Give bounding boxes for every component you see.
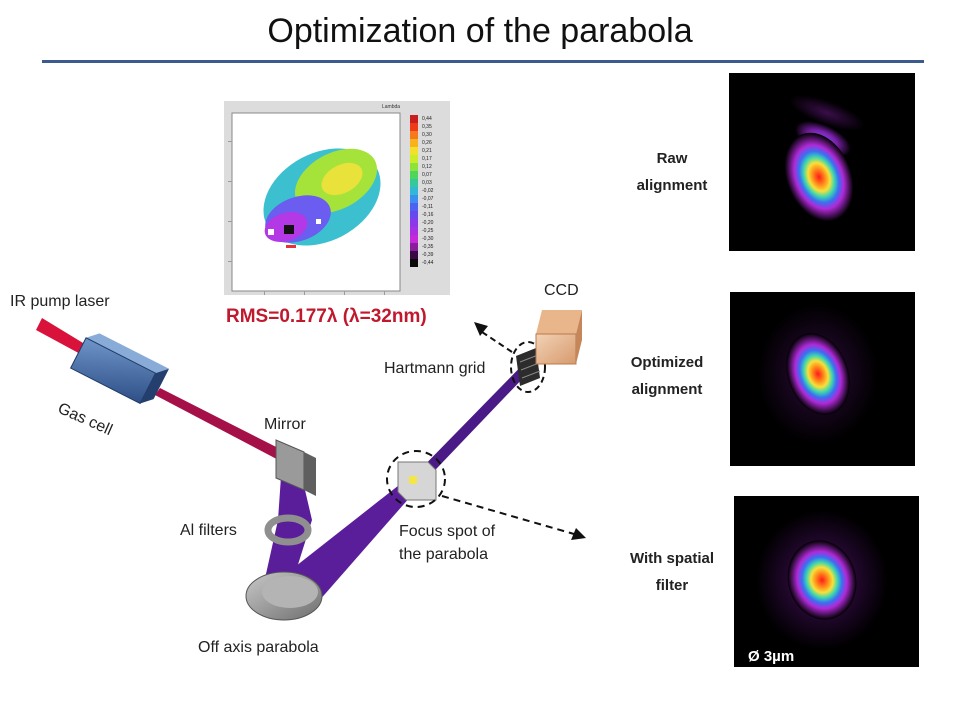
- rms-value: RMS=0.177λ (λ=32nm): [226, 306, 427, 327]
- mirror-label: Mirror: [264, 416, 306, 433]
- colorbar-tick-label: 0,17: [422, 156, 432, 162]
- colorbar-tick-label: -0,44: [422, 260, 434, 266]
- colorbar-tick-label: -0,20: [422, 220, 434, 226]
- colorbar: [410, 115, 418, 267]
- panel-optimized-label-line2: alignment: [631, 381, 703, 398]
- wavefront-blob: [263, 148, 381, 248]
- colorbar-tick-label: 0,35: [422, 124, 432, 130]
- off-axis-parabola-label: Off axis parabola: [198, 639, 319, 656]
- gas-cell: [69, 333, 170, 405]
- title-underline: [42, 60, 924, 63]
- panel-raw-label-line2: alignment: [636, 177, 708, 194]
- spot-diameter-label: Ø 3µm: [748, 648, 795, 665]
- focus-image-optimized-alignment: [730, 292, 915, 466]
- ir-pump-laser-label: IR pump laser: [10, 293, 110, 310]
- focus-highlight-circle: [386, 450, 446, 508]
- xuv-beam-mirror-to-parabola: [262, 460, 312, 592]
- panel-spatial-label-line1: With spatial: [629, 550, 715, 567]
- colorbar-tick-label: -0,16: [422, 212, 434, 218]
- xuv-beam-parabola-to-focus: [268, 478, 418, 602]
- colorbar-tick-label: 0,26: [422, 140, 432, 146]
- focus-image-spatial-filter: [734, 496, 919, 667]
- panel-spatial-label-line2: filter: [655, 577, 689, 594]
- ir-beam-to-mirror: [155, 388, 292, 465]
- colorbar-tick-label: -0,39: [422, 252, 434, 258]
- colorbar-tick-label: 0,30: [422, 132, 432, 138]
- ir-pump-beam: [36, 318, 88, 356]
- colorbar-tick-label: -0,25: [422, 228, 434, 234]
- colorbar-tick-label: -0,35: [422, 244, 434, 250]
- hartmann-arrow-line: [481, 331, 513, 353]
- focus-spot-label-line1: Focus spot of: [399, 523, 496, 540]
- page-title: Optimization of the parabola: [267, 12, 693, 50]
- focus-arrowhead: [571, 528, 586, 540]
- colorbar-title: Lambda: [382, 104, 400, 110]
- colorbar-ticks: 0,44 0,35 0,30 0,26 0,21 0,17 0,12 0,07 0,03 -0,0…: [422, 116, 434, 266]
- hartmann-arrowhead: [474, 322, 488, 336]
- al-filters-label: Al filters: [180, 522, 237, 539]
- colorbar-tick-label: -0,02: [422, 188, 434, 194]
- al-filter: [264, 514, 312, 546]
- colorbar-tick-label: 0,12: [422, 164, 432, 170]
- focus-arrow-line: [441, 495, 575, 535]
- focus-spot-label-line2: the parabola: [399, 546, 488, 563]
- colorbar-tick-label: -0,30: [422, 236, 434, 242]
- colorbar-tick-label: 0,44: [422, 116, 432, 122]
- colorbar-tick-label: 0,21: [422, 148, 432, 154]
- off-axis-parabola: [245, 571, 323, 621]
- ccd-camera: [535, 310, 582, 365]
- panel-raw-label-line1: Raw: [656, 150, 688, 167]
- hartmann-highlight-circle: [510, 341, 546, 393]
- colorbar-tick-label: 0,07: [422, 172, 432, 178]
- ccd-label: CCD: [544, 282, 579, 299]
- hartmann-grid-label: Hartmann grid: [384, 360, 486, 377]
- colorbar-tick-label: 0,03: [422, 180, 432, 186]
- focus-element: [397, 461, 437, 501]
- colorbar-tick-label: -0,07: [422, 196, 434, 202]
- colorbar-tick-label: -0,11: [422, 204, 433, 210]
- panel-optimized-label-line1: Optimized: [630, 354, 704, 371]
- mirror: [275, 439, 316, 496]
- focus-image-raw-alignment: [729, 73, 915, 251]
